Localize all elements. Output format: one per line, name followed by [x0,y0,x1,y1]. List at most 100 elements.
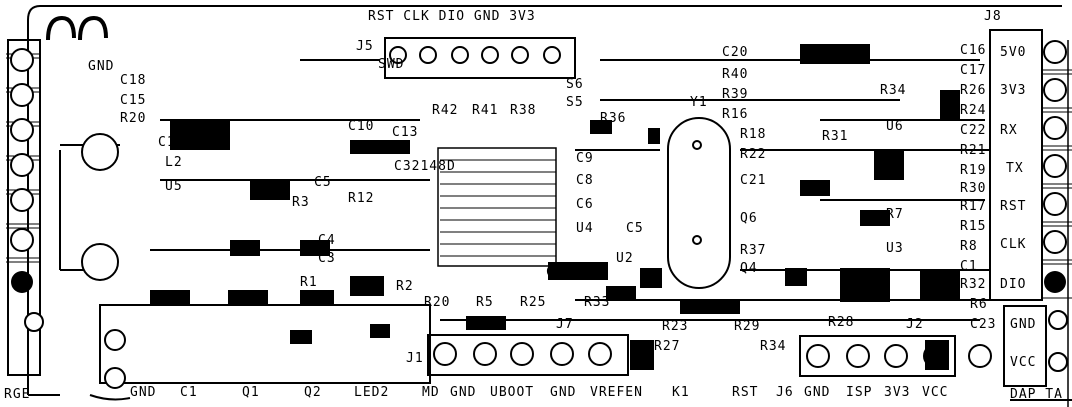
bottom-rst: RST [732,385,759,400]
j8-ref: J8 [984,9,1002,24]
ref-r40: R40 [722,67,749,82]
j8-pin-rx: RX [1000,123,1018,138]
ref-r36: R36 [600,111,627,126]
ref-r7: R7 [886,207,904,222]
ref-c8: C8 [576,173,594,188]
ref-c22: C22 [960,123,987,138]
ref-q3: Q3 [886,153,904,168]
ref-r22: R22 [740,147,767,162]
bottom-q1: Q1 [242,385,260,400]
ref-c15: C15 [120,93,147,108]
ref-r25: R25 [520,295,547,310]
bottom-led2: LED2 [354,385,390,400]
ref-r18: R18 [740,127,767,142]
ref-c2: C2 [546,265,564,280]
bottom-j6: J6 [776,385,794,400]
ref-r29: R29 [734,319,761,334]
ref-r41: R41 [472,103,499,118]
j5-ref: J5 [356,39,374,54]
ref-r37: R37 [740,243,767,258]
ref-c4: C4 [318,233,336,248]
bottom-gnd-1: GND [130,385,157,400]
left-edge-label: RGE [4,387,31,402]
ref-c20: C20 [722,45,749,60]
bottom-q2: Q2 [304,385,322,400]
ref-r34-right: R34 [880,83,907,98]
bottom-c1: C1 [180,385,198,400]
connector-pin-labels: RST CLK DIO GND 3V3 [368,9,536,24]
j8-pin-tx: TX [1006,161,1024,176]
ref-r19: R19 [960,163,987,178]
ref-r2: R2 [396,279,414,294]
dap-vcc: VCC [1010,355,1037,370]
ref-j7: J7 [556,317,574,332]
ref-q4: Q4 [740,261,758,276]
ref-r20: R20 [120,111,147,126]
ref-c17: C17 [960,63,987,78]
ref-r6: R6 [970,297,988,312]
ref-r3: R3 [292,195,310,210]
bottom-uboot: UBOOT [490,385,535,400]
ref-r8: R8 [960,239,978,254]
dap-label: DAP TA [1010,387,1063,402]
ref-u6: U6 [886,119,904,134]
ref-q6: Q6 [740,211,758,226]
ref-r39: R39 [722,87,749,102]
ref-r15: R15 [960,219,987,234]
j8-pin-3v3: 3V3 [1000,83,1027,98]
ref-r27: R27 [654,339,681,354]
ref-c5-left: C5 [314,175,332,190]
ref-r38: R38 [510,103,537,118]
ref-r42: R42 [432,103,459,118]
j8-pin-5v0: 5V0 [1000,45,1027,60]
ref-c6: C6 [576,197,594,212]
ref-r1: R1 [300,275,318,290]
ref-r20-bottom: R20 [424,295,451,310]
mcu-ref: C32148D [394,159,456,174]
ref-j1: J1 [406,351,424,366]
bottom-k1: K1 [672,385,690,400]
bottom-3v3: 3V3 [884,385,911,400]
ref-c1: C1 [960,259,978,274]
j8-pin-dio: DIO [1000,277,1027,292]
ref-r31: R31 [822,129,849,144]
ref-r5: R5 [476,295,494,310]
bottom-gnd-2: GND [450,385,477,400]
ref-r23: R23 [662,319,689,334]
ref-r21: R21 [960,143,987,158]
bottom-vrefen: VREFEN [590,385,643,400]
ref-r17: R17 [960,199,987,214]
ref-u2: U2 [616,251,634,266]
ref-r28: R28 [828,315,855,330]
ref-c5: C5 [626,221,644,236]
bottom-gnd-4: GND [804,385,831,400]
ref-c21: C21 [740,173,767,188]
ref-r32: R32 [960,277,987,292]
ref-c10: C10 [348,119,375,134]
ref-l2: L2 [165,155,183,170]
ref-u4: U4 [576,221,594,236]
ref-r33: R33 [584,295,611,310]
ref-u3: U3 [886,241,904,256]
crystal-ref: Y1 [690,95,708,110]
ref-c18: C18 [120,73,147,88]
j8-pin-clk: CLK [1000,237,1027,252]
ref-c16: C16 [960,43,987,58]
bottom-isp: ISP [846,385,873,400]
ref-r12: R12 [348,191,375,206]
ref-j2: J2 [906,317,924,332]
ref-r26: R26 [960,83,987,98]
gnd-label-top: GND [88,59,115,74]
ref-s5: S5 [566,95,584,110]
ref-r35: R35 [822,51,849,66]
ref-c3: C3 [318,251,336,266]
ref-r24: R24 [960,103,987,118]
bottom-gnd-3: GND [550,385,577,400]
bottom-vcc: VCC [922,385,949,400]
ref-r30: R30 [960,181,987,196]
ref-c11: C11 [158,135,185,150]
ref-r16: R16 [722,107,749,122]
ref-u5: U5 [165,179,183,194]
